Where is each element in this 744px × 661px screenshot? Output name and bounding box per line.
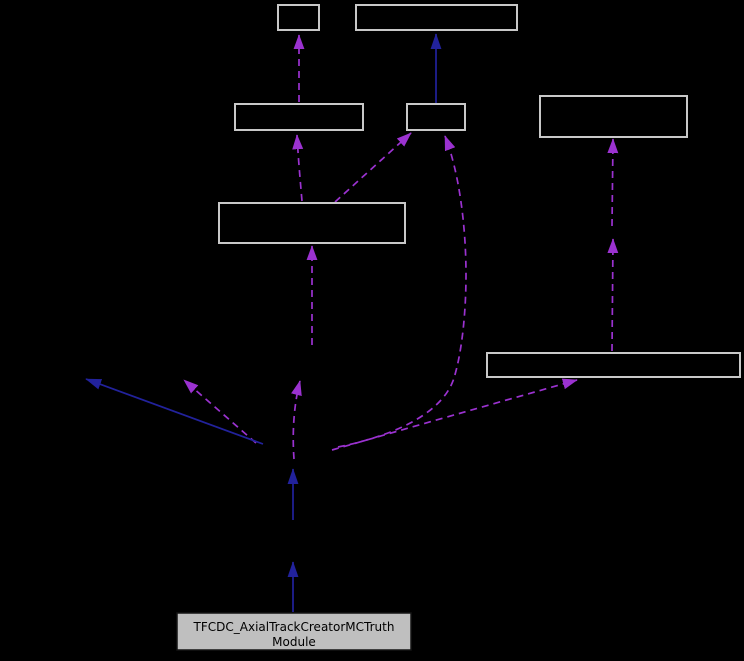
node-mid-small[interactable] (406, 103, 466, 131)
edge-hub-up-segment (291, 380, 302, 460)
edge-upper-center-to-mid-small (334, 132, 412, 203)
edge-hub-to-right-wide (331, 378, 578, 451)
node-right-wide[interactable] (486, 352, 741, 378)
node-mid-right[interactable] (539, 95, 688, 138)
edge-right-wide-up-segment (607, 238, 619, 352)
node-mid-left[interactable] (234, 103, 364, 131)
main-node-label-line2: Module (272, 635, 316, 649)
edge-hub-to-mid-small-curve (337, 135, 467, 448)
node-upper-center[interactable] (218, 202, 406, 244)
main-node-rect (176, 612, 412, 651)
main-node: TFCDC_AxialTrackCreatorMCTruth Module (176, 612, 412, 651)
node-top-wide[interactable] (355, 4, 518, 31)
edge-upper-center-to-mid-left (292, 134, 304, 202)
node-top-small[interactable] (277, 4, 320, 31)
edge-hub-up-left-dashed (183, 379, 257, 444)
main-node-label-line1: TFCDC_AxialTrackCreatorMCTruth (193, 620, 395, 634)
edge-up-to-mid-right-segment (607, 138, 619, 227)
edge-hub-up-left-solid (85, 378, 264, 445)
